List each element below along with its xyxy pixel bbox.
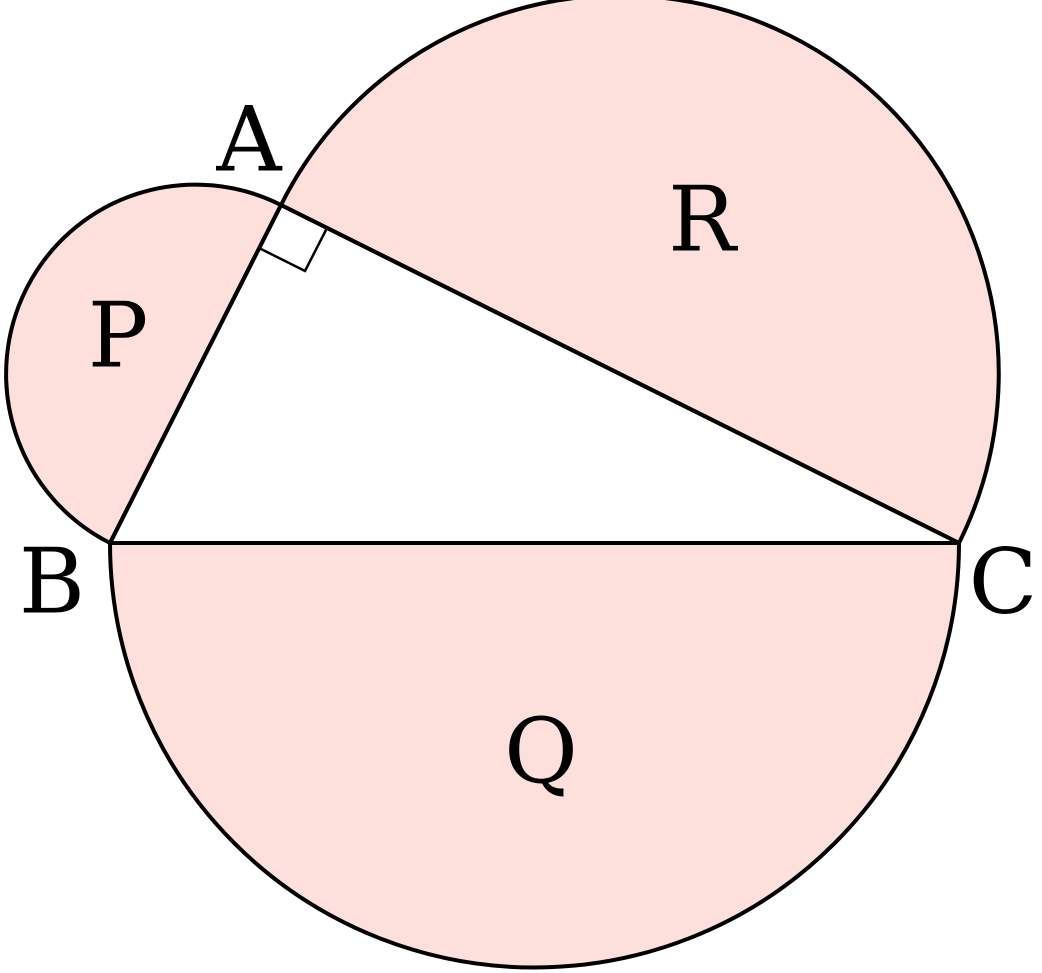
right-angle-marker: [258, 227, 329, 273]
region-label-p: P: [88, 284, 149, 389]
vertex-label-c: C: [969, 530, 1038, 635]
semicircle-q: [108, 541, 961, 970]
vertex-label-b: B: [19, 530, 85, 635]
side-ab: [108, 204, 283, 544]
region-label-r: R: [668, 168, 738, 273]
semicircle-r: [279, 0, 1001, 545]
semicircle-p: [4, 182, 283, 545]
vertex-label-a: A: [216, 88, 283, 193]
region-label-q: Q: [504, 700, 578, 805]
side-ac: [280, 203, 960, 545]
